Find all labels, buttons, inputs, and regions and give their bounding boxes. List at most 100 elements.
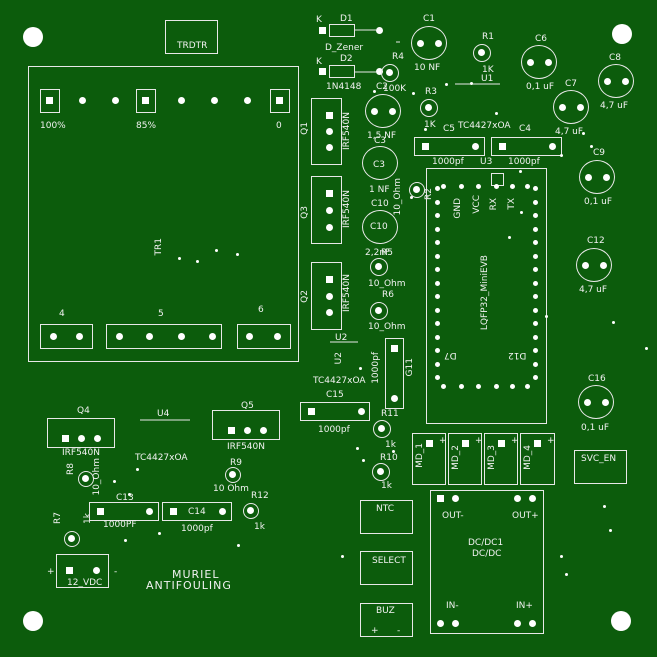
c10-outline bbox=[362, 210, 398, 244]
pad bbox=[376, 27, 383, 34]
u1-value: TC4427xOA bbox=[458, 121, 511, 131]
c1-value: 10 NF bbox=[414, 63, 441, 73]
r5-pad-ring bbox=[370, 258, 388, 276]
pad bbox=[76, 333, 83, 340]
dcdc1-label: DC/DC1 bbox=[468, 538, 504, 548]
d1-value: D_Zener bbox=[325, 43, 364, 53]
pad bbox=[498, 440, 505, 447]
via bbox=[582, 132, 585, 135]
pad bbox=[600, 262, 607, 269]
pad bbox=[582, 262, 589, 269]
d2-diode-body bbox=[329, 65, 355, 78]
r3-label: R3 bbox=[425, 87, 437, 97]
pad bbox=[112, 97, 119, 104]
mcu-pin-pad bbox=[533, 348, 538, 353]
svc-en-connector bbox=[574, 450, 627, 484]
tap-label-85: 85% bbox=[136, 121, 157, 131]
pad bbox=[426, 440, 433, 447]
pad bbox=[386, 69, 393, 76]
c14-value: 1000pf bbox=[181, 524, 213, 534]
c12-label: C12 bbox=[587, 236, 605, 246]
tap-label-100: 100% bbox=[40, 121, 66, 131]
q5-value: IRF540N bbox=[227, 442, 265, 452]
pad bbox=[585, 174, 592, 181]
mcu-pin-pad bbox=[435, 199, 440, 205]
c1-label: C1 bbox=[423, 14, 436, 24]
pad bbox=[319, 27, 326, 34]
via bbox=[124, 539, 127, 542]
r10-value: 1k bbox=[381, 481, 392, 491]
pad bbox=[326, 224, 333, 231]
mcu-pin-pad bbox=[533, 280, 538, 286]
c10-label: C10 bbox=[370, 222, 388, 232]
via bbox=[215, 249, 218, 252]
c16-outline bbox=[578, 385, 614, 419]
pad bbox=[602, 399, 609, 406]
pad bbox=[79, 97, 86, 104]
pad bbox=[425, 104, 432, 111]
pad bbox=[326, 144, 333, 151]
via bbox=[590, 145, 593, 148]
pad bbox=[229, 471, 236, 478]
r2-value: 10_Ohm bbox=[393, 178, 403, 216]
q3-label: Q3 bbox=[300, 206, 310, 219]
mcu-pin-pad bbox=[533, 186, 538, 191]
r5-label: R5 bbox=[381, 248, 393, 258]
pad bbox=[376, 68, 383, 75]
buz-minus: - bbox=[397, 626, 401, 636]
mcu-pin-pad bbox=[435, 240, 440, 245]
r6-pad-ring bbox=[370, 302, 388, 320]
mounting-hole bbox=[23, 27, 43, 47]
pad bbox=[93, 567, 100, 574]
pad bbox=[97, 508, 104, 515]
pad bbox=[326, 276, 333, 283]
pad bbox=[499, 143, 506, 150]
c6-outline bbox=[521, 45, 557, 79]
select-connector bbox=[360, 551, 413, 585]
via bbox=[178, 257, 181, 260]
r3-pad-ring bbox=[420, 99, 438, 117]
c9-value: 0,1 uF bbox=[584, 197, 613, 207]
mcu-pin-pad bbox=[494, 184, 499, 189]
c14-label: C14 bbox=[188, 507, 206, 517]
mcu-pin-pad bbox=[435, 253, 440, 259]
secondary-label-5: 5 bbox=[158, 309, 164, 319]
mcu-pin-pad bbox=[476, 184, 481, 189]
c4-value: 1000pf bbox=[508, 157, 540, 167]
pad bbox=[228, 427, 235, 434]
mcu-pin-pad bbox=[533, 226, 538, 232]
via bbox=[356, 447, 359, 450]
pad bbox=[577, 104, 584, 111]
trdtr-label: TRDTR bbox=[177, 41, 208, 51]
pin-label-tx: TX bbox=[507, 198, 517, 210]
q1-value: IRF540N bbox=[342, 112, 352, 150]
q4-footprint bbox=[47, 418, 115, 448]
pad bbox=[514, 495, 521, 502]
q4-label: Q4 bbox=[77, 406, 90, 416]
r1-label: R1 bbox=[482, 32, 494, 42]
brand-muriel: MURIEL bbox=[172, 568, 220, 581]
pad bbox=[260, 427, 267, 434]
pin-label-rx: RX bbox=[489, 198, 499, 211]
mcu-pin-pad bbox=[533, 294, 538, 299]
c15-footprint bbox=[300, 402, 370, 421]
c5-footprint bbox=[414, 137, 485, 156]
pad bbox=[170, 508, 177, 515]
pad bbox=[326, 112, 333, 119]
mcu-pin-pad bbox=[435, 213, 440, 218]
via bbox=[519, 170, 522, 173]
mcu-label: LQFP32_MiniEVB bbox=[480, 255, 490, 331]
pad bbox=[545, 59, 552, 66]
md4-plus: + bbox=[547, 436, 555, 446]
via bbox=[603, 505, 606, 508]
c10-value: 2,2nF bbox=[365, 248, 391, 258]
secondary-label-6: 6 bbox=[258, 305, 264, 315]
c13-footprint bbox=[89, 502, 159, 521]
md1-plus: + bbox=[439, 436, 447, 446]
mcu-pin-pad bbox=[435, 267, 440, 272]
pad bbox=[244, 427, 251, 434]
mcu-pin-pad bbox=[533, 361, 538, 367]
via bbox=[236, 253, 239, 256]
c8-label: C8 bbox=[609, 53, 622, 63]
pad bbox=[478, 49, 485, 56]
